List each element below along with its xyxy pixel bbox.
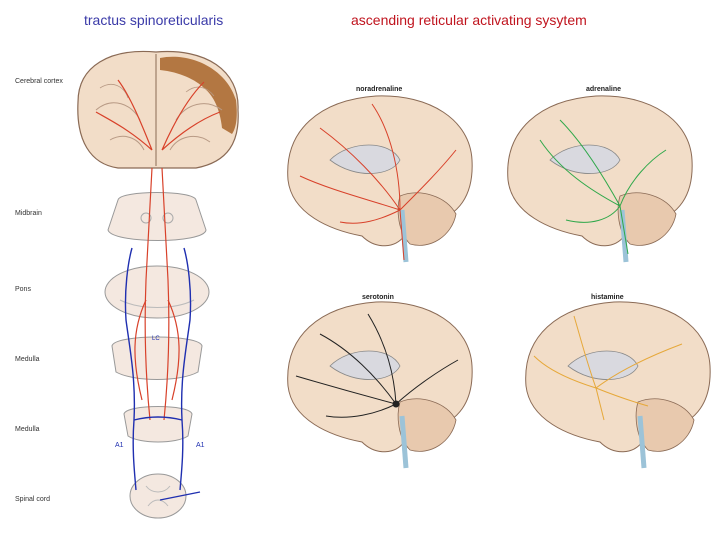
- brain-panel-histamine: [525, 301, 711, 469]
- nucleus-label-a1-left: A1: [115, 442, 124, 449]
- spinal-cord-section: [129, 473, 187, 519]
- panel-label-histamine: histamine: [591, 294, 624, 301]
- level-label-spinal-cord: Spinal cord: [15, 496, 51, 503]
- brain-panel-serotonin: [287, 301, 473, 469]
- cerebral-cortex-section: [77, 50, 239, 169]
- level-label-pons: Pons: [15, 286, 31, 293]
- level-label-medulla-lower: Medulla: [15, 426, 40, 433]
- midbrain-section: [107, 192, 207, 241]
- blue-spinal-tract: [124, 247, 201, 501]
- level-label-midbrain: Midbrain: [15, 210, 42, 217]
- nucleus-label-lc: LC: [152, 336, 160, 342]
- left-figure-title: tractus spinoreticularis: [84, 12, 224, 28]
- right-figure-title: ascending reticular activating sysytem: [351, 12, 587, 28]
- red-ascending-pathway: [95, 79, 221, 421]
- medulla-lower-section: [123, 406, 193, 443]
- panel-label-adrenaline: adrenaline: [586, 86, 622, 93]
- nucleus-label-a1-right: A1: [196, 442, 205, 449]
- panel-label-noradrenaline: noradrenaline: [356, 86, 403, 93]
- level-label-medulla-upper: Medulla: [15, 356, 40, 363]
- level-label-cerebral-cortex: Cerebral cortex: [15, 78, 63, 85]
- medulla-upper-section: [111, 336, 203, 380]
- brain-panel-adrenaline: [507, 95, 693, 263]
- brain-panel-noradrenaline: [287, 95, 473, 263]
- pons-section: [104, 265, 210, 319]
- panel-label-serotonin: serotonin: [362, 294, 394, 301]
